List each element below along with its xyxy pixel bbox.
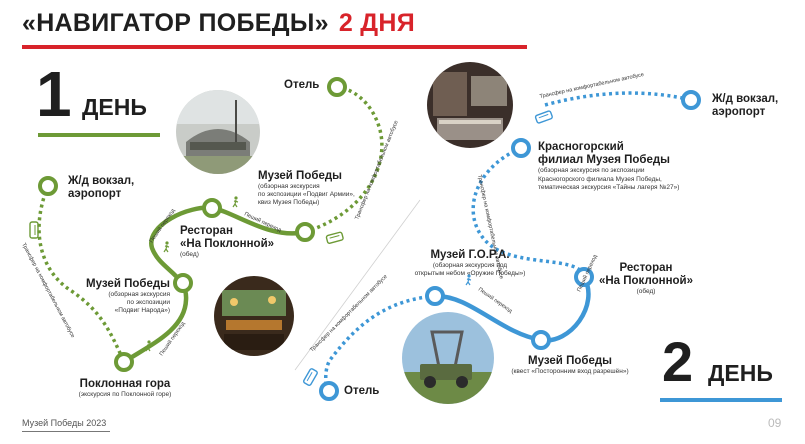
- day1-caption-walk2: Пеший переход: [148, 207, 177, 244]
- day2-label-hotel: Отель: [344, 385, 380, 397]
- day2-stop-krasnogorsk: [511, 138, 531, 158]
- krasnogorsk-exhibit-photo: [427, 62, 513, 148]
- footer-underline: [22, 431, 110, 432]
- walking-person-icon: [163, 241, 170, 253]
- day2-underline: [660, 398, 782, 402]
- title-underline: [22, 45, 527, 49]
- day2-stop-restaurant: [574, 267, 594, 287]
- day1-walk-route: [122, 205, 306, 364]
- day1-stop-museum1: [173, 273, 193, 293]
- restaurant-interior-photo: [214, 276, 294, 356]
- day2-stop-railway: [681, 90, 701, 110]
- bus-icon: [303, 368, 318, 386]
- day1-label-poklonnaya: Поклонная гора (экскурсия по Поклонной г…: [78, 378, 172, 399]
- day1-transfer-railway: [37, 185, 126, 363]
- footer-text: Музей Победы 2023: [22, 418, 107, 428]
- day1-stop-restaurant: [202, 198, 222, 218]
- bus-icon: [325, 231, 344, 244]
- page-number: 09: [768, 416, 782, 430]
- day2-label-krasnogorsk: Красногорский филиал Музея Победы (обзор…: [538, 141, 680, 191]
- day2-label-railway: Ж/д вокзал, аэропорт: [712, 93, 779, 119]
- day1-stop-hotel: [327, 77, 347, 97]
- title-main: «НАВИГАТОР ПОБЕДЫ»: [22, 9, 329, 37]
- bus-icon: [534, 110, 553, 124]
- day2-stop-gora: [425, 286, 445, 306]
- walking-person-icon: [465, 274, 472, 286]
- day2-label-gora: Музей Г.О.Р.А. (обзорная экскурсия под о…: [414, 249, 526, 278]
- separator-line: [294, 199, 421, 371]
- day2-label-museum: Музей Победы (квест «Посторонним вход ра…: [511, 355, 629, 376]
- day1-label-hotel: Отель: [284, 79, 320, 91]
- day1-number: 1: [36, 58, 72, 130]
- day2-transfer-railway: [544, 91, 692, 107]
- day2-stop-hotel: [319, 381, 339, 401]
- day1-stop-railway: [38, 176, 58, 196]
- day1-word: ДЕНЬ: [82, 94, 147, 120]
- day1-stop-poklonnaya: [114, 352, 134, 372]
- walking-person-icon: [232, 196, 239, 208]
- day1-underline: [38, 133, 160, 137]
- day2-transfer-restaurant: [471, 146, 586, 278]
- day1-label-restaurant: Ресторан «На Поклонной» (обед): [180, 225, 275, 259]
- day2-word: ДЕНЬ: [708, 360, 773, 386]
- day2-label-restaurant: Ресторан «На Поклонной» (обед): [598, 262, 694, 296]
- museum-building-photo: [176, 90, 260, 174]
- day1-label-museum2: Музей Победы (обзорная экскурсия по эксп…: [258, 170, 355, 207]
- title-accent: 2 ДНЯ: [338, 9, 415, 37]
- military-vehicle-photo: [402, 312, 494, 404]
- day2-stop-museum: [531, 330, 551, 350]
- walking-person-icon: [145, 340, 152, 352]
- day1-caption-transfer2: Трансфер на комфортабельном автобусе: [354, 120, 399, 221]
- day1-transfer-hotel: [304, 85, 384, 234]
- day1-label-railway: Ж/д вокзал, аэропорт: [68, 175, 135, 201]
- day1-caption-transfer1: Трансфер на комфортабельном автобусе: [20, 242, 75, 339]
- day2-number: 2: [662, 330, 694, 393]
- day1-label-museum1: Музей Победы (обзорная экскурсия по эксп…: [86, 278, 170, 315]
- day1-stop-museum2: [295, 222, 315, 242]
- bus-icon: [29, 221, 39, 239]
- page-title: «НАВИГАТОР ПОБЕДЫ» 2 ДНЯ: [22, 9, 415, 38]
